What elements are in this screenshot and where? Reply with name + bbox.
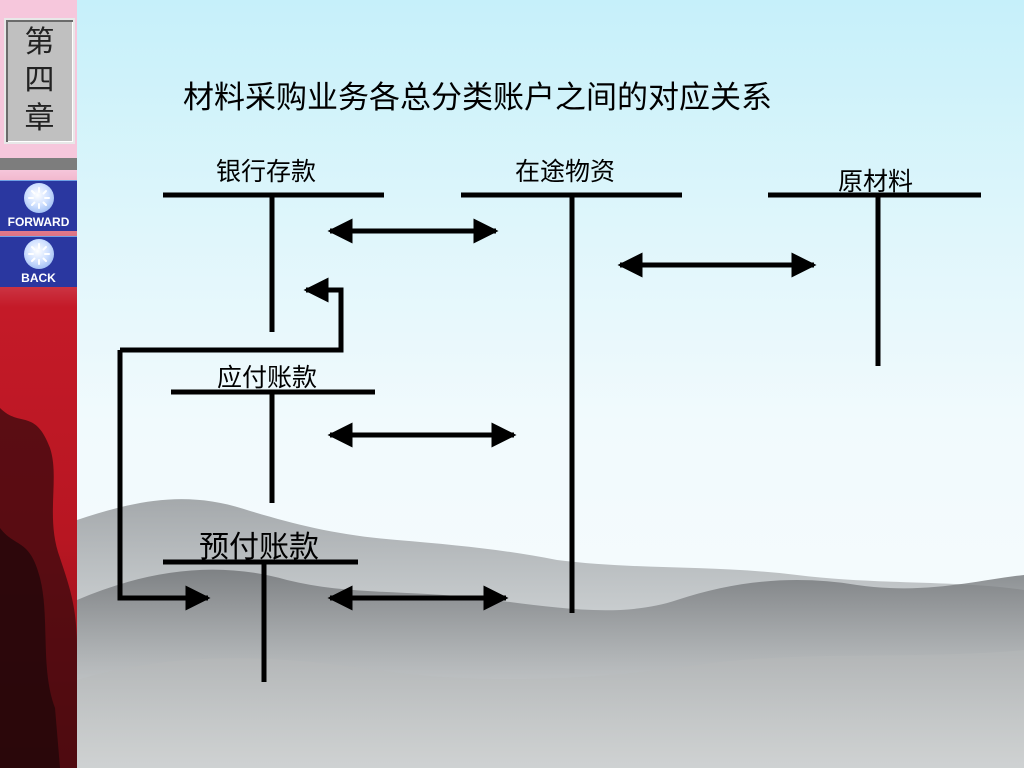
back-button[interactable]: BACK [0,236,77,287]
account-label-bank-deposit: 银行存款 [216,157,317,186]
account-label-materials-in-transit: 在途物资 [515,157,616,186]
chapter-char-3: 章 [24,101,55,136]
back-orb-icon [23,239,54,269]
chapter-indicator: 第 四 章 [4,18,75,144]
chapter-char-1: 第 [24,25,55,60]
forward-button[interactable]: FORWARD [0,180,77,231]
left-sidebar: 第 四 章 FORWARD [0,0,77,768]
sidebar-divider [0,158,77,170]
rock-decoration [0,408,77,768]
forward-orb-icon [23,183,54,213]
mountain-background [77,499,1024,768]
forward-label: FORWARD [7,215,70,229]
account-label-raw-materials: 原材料 [838,167,914,196]
connector-payable-to-bank [120,277,344,353]
slide-title: 材料采购业务各总分类账户之间的对应关系 [183,80,772,116]
account-label-accounts-payable: 应付账款 [217,363,318,392]
back-label: BACK [21,271,56,285]
chapter-char-2: 四 [24,63,55,98]
account-label-prepaid-accounts: 预付账款 [199,530,319,565]
